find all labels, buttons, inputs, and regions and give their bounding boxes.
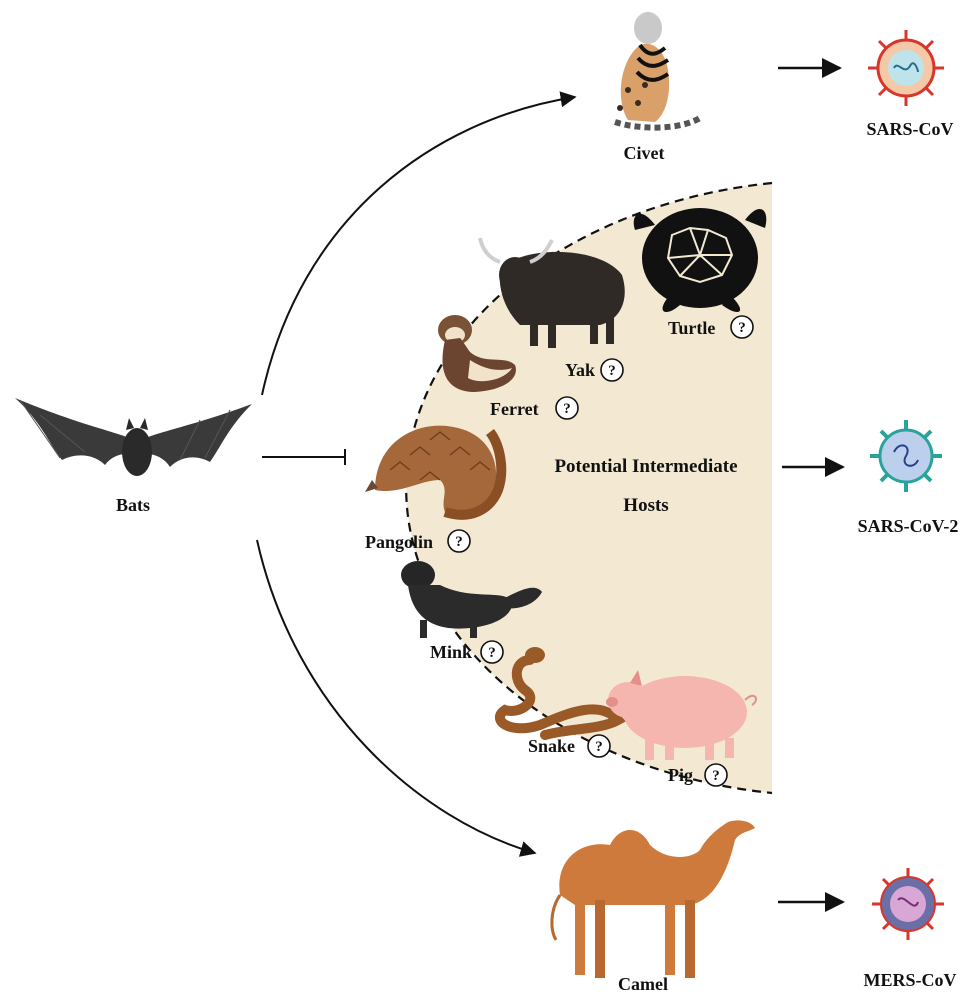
svg-text:?: ? xyxy=(455,534,463,550)
mink-question-icon: ? xyxy=(481,641,503,663)
sars-cov-2-label: SARS-CoV-2 xyxy=(858,516,959,536)
mink-label: Mink xyxy=(430,642,472,662)
turtle-question-icon: ? xyxy=(731,316,753,338)
ferret-question-icon: ? xyxy=(556,397,578,419)
svg-text:?: ? xyxy=(595,739,603,755)
svg-text:?: ? xyxy=(563,401,571,417)
camel-illustration xyxy=(552,820,755,978)
svg-text:?: ? xyxy=(738,320,746,336)
svg-text:?: ? xyxy=(608,363,616,379)
civet-illustration xyxy=(615,12,700,128)
yak-question-icon: ? xyxy=(601,359,623,381)
yak-label: Yak xyxy=(565,360,595,380)
sars-cov-2-virus-icon xyxy=(870,420,942,492)
sars-cov-virus-icon xyxy=(868,30,944,106)
civet-label: Civet xyxy=(624,143,665,163)
center-title-line2: Hosts xyxy=(623,495,668,516)
bats-label: Bats xyxy=(116,495,150,515)
snake-question-icon: ? xyxy=(588,735,610,757)
mers-cov-virus-icon xyxy=(872,868,944,940)
mers-cov-label: MERS-CoV xyxy=(864,970,957,990)
camel-label: Camel xyxy=(618,974,668,994)
pig-label: Pig xyxy=(668,765,693,785)
ferret-label: Ferret xyxy=(490,399,539,419)
bat-illustration xyxy=(15,398,252,476)
center-title-line1: Potential Intermediate xyxy=(554,456,737,477)
sars-cov-label: SARS-CoV xyxy=(866,119,953,139)
turtle-label: Turtle xyxy=(668,318,715,338)
svg-text:?: ? xyxy=(712,768,720,784)
pig-question-icon: ? xyxy=(705,764,727,786)
pangolin-label: Pangolin xyxy=(365,532,433,552)
svg-text:?: ? xyxy=(488,645,496,661)
pangolin-question-icon: ? xyxy=(448,530,470,552)
snake-label: Snake xyxy=(528,736,575,756)
